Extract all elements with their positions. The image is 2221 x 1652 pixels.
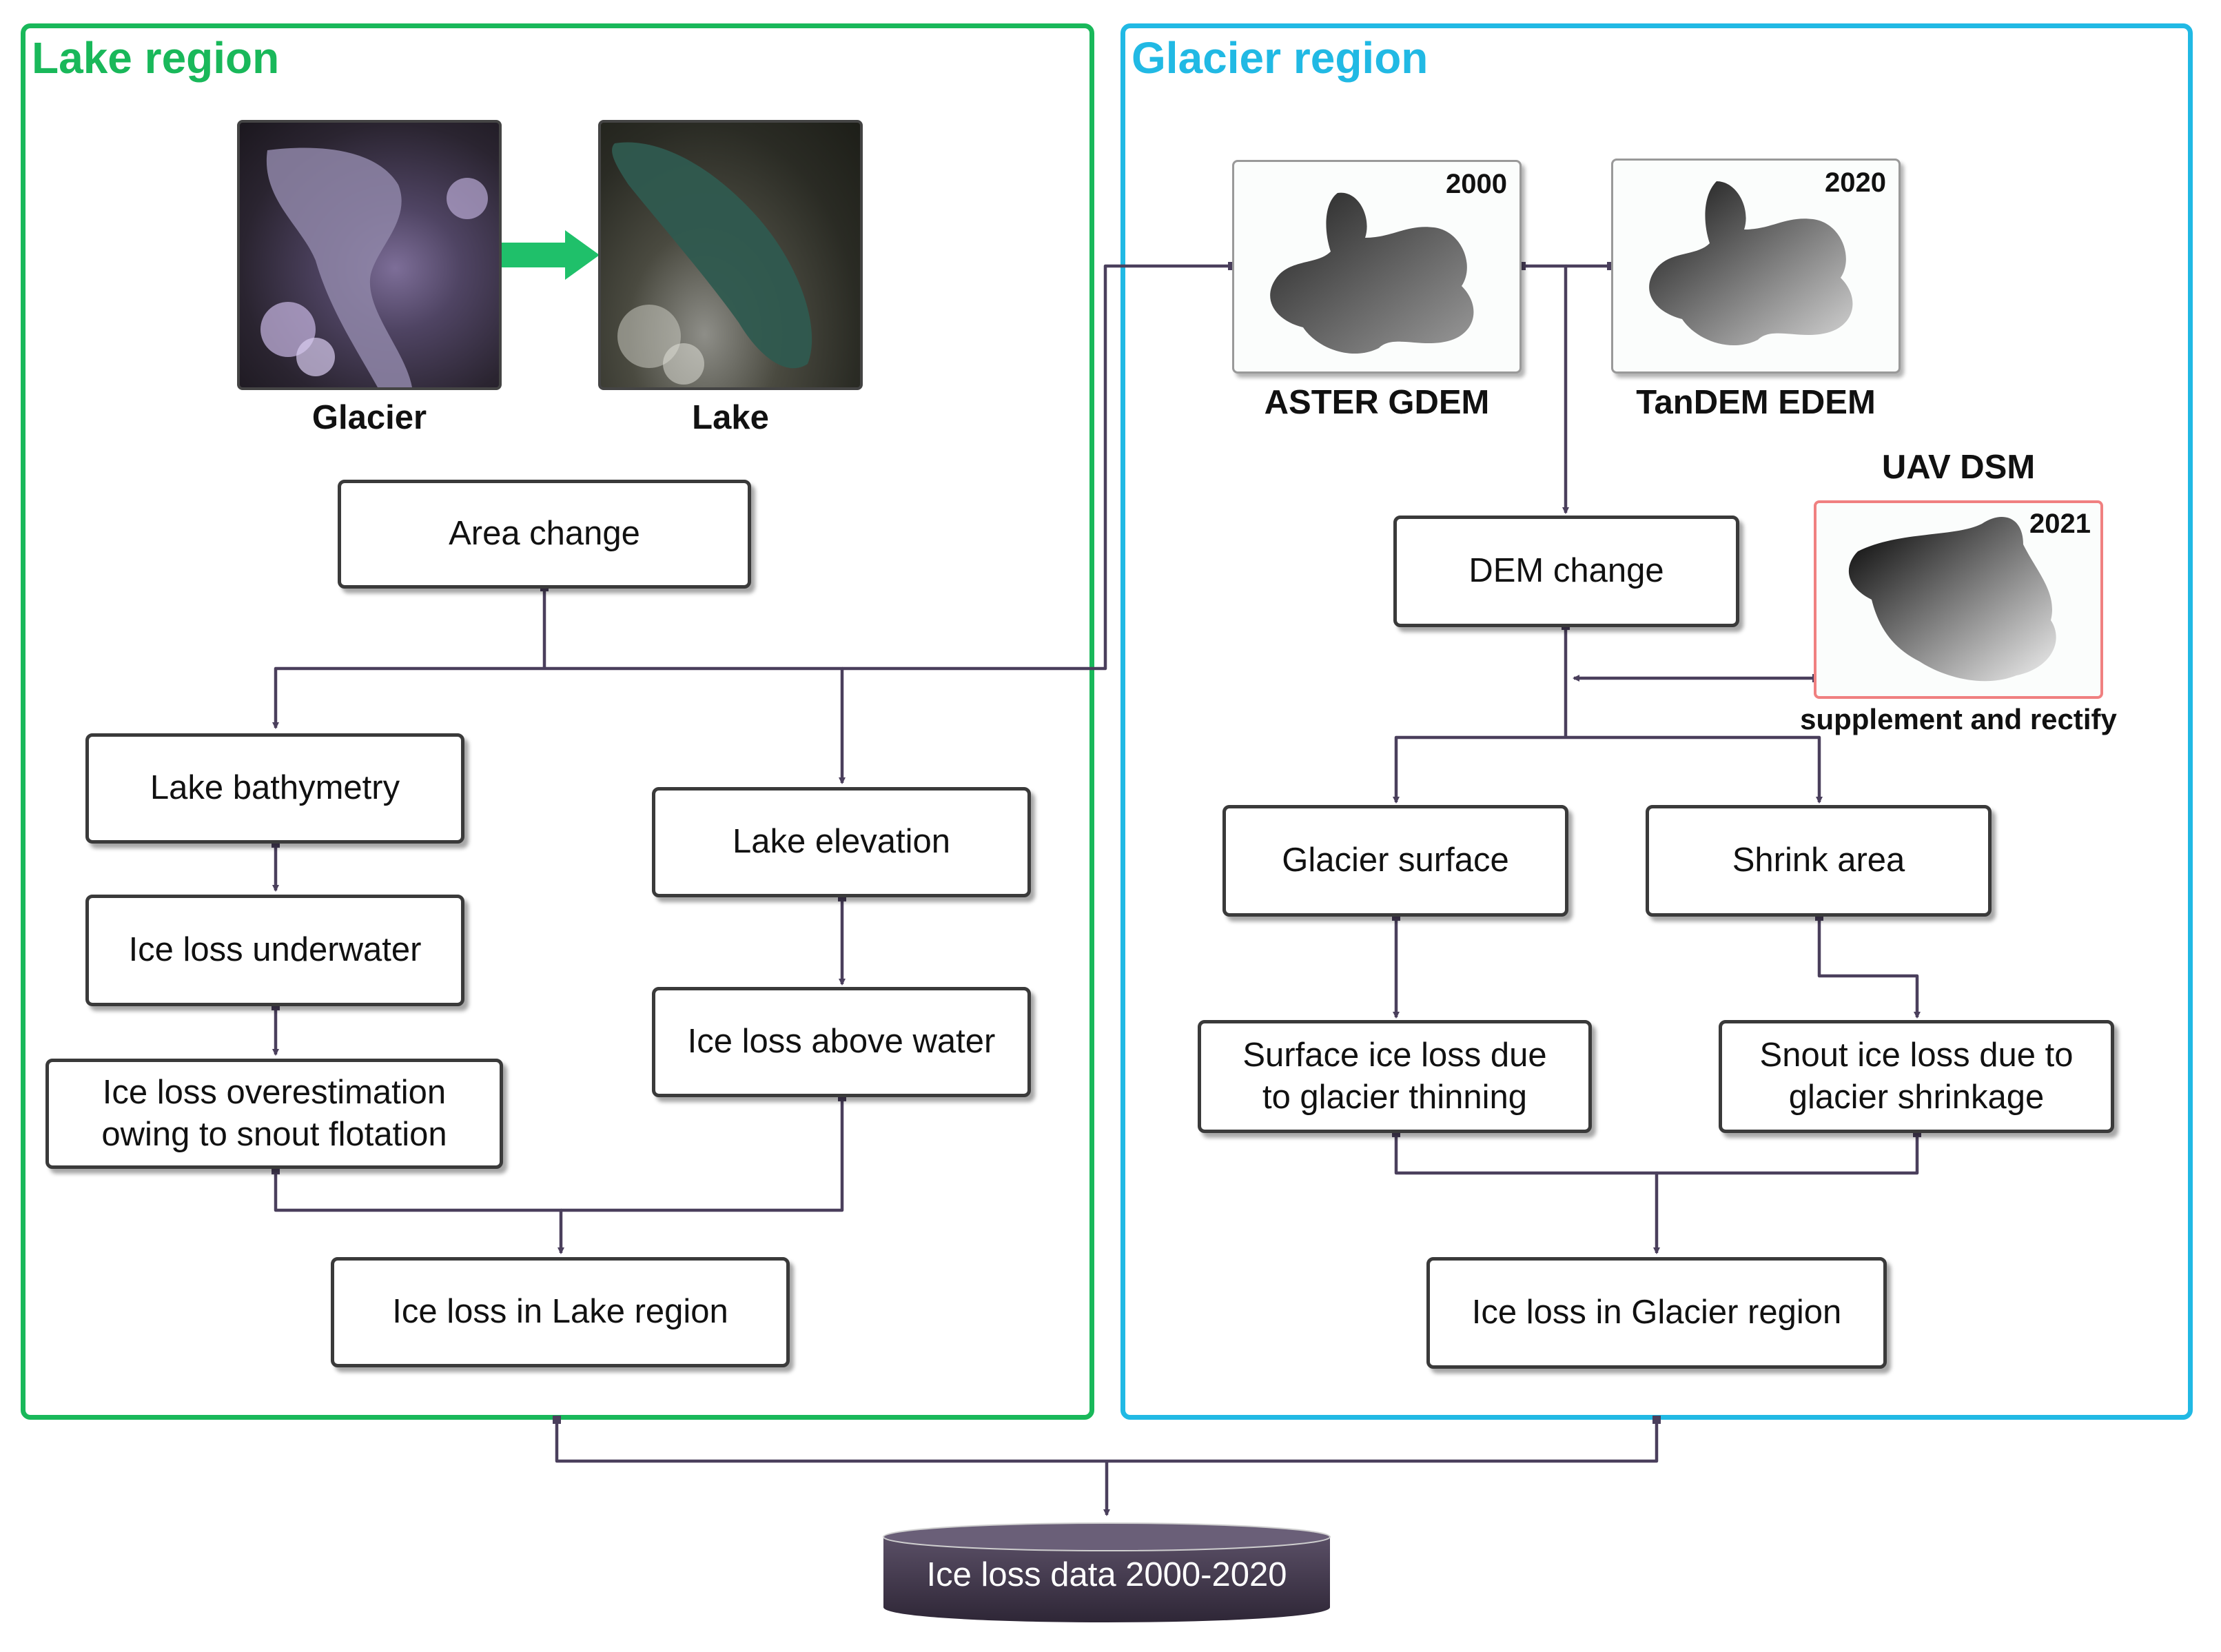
connector-abovewater-to-merge <box>561 1096 844 1212</box>
lake-elevation-label: Lake elevation <box>732 823 950 861</box>
connector-thinning-to-merge <box>1394 1132 1660 1254</box>
ice-loss-glacier-region-box: Ice loss in Glacier region <box>1426 1257 1887 1369</box>
lake-region-title: Lake region <box>32 33 280 83</box>
ice-loss-above-water-label: Ice loss above water <box>687 1023 996 1061</box>
connector-glacier-region-out <box>1107 1420 1659 1463</box>
area-change-label: Area change <box>449 515 640 553</box>
tandem-edem-image: 2020 <box>1611 159 1901 374</box>
aster-gdem-image: 2000 <box>1232 160 1522 374</box>
lake-image-label: Lake <box>692 399 769 436</box>
connector-split-right <box>544 666 846 784</box>
ice-loss-above-water-box: Ice loss above water <box>652 987 1031 1097</box>
surface-ice-loss-box: Surface ice loss due to glacier thinning <box>1198 1020 1592 1133</box>
lake-bathymetry-label: Lake bathymetry <box>150 769 400 807</box>
connector-split-left <box>272 666 544 729</box>
ice-loss-underwater-label: Ice loss underwater <box>128 931 422 969</box>
tandem-year: 2020 <box>1825 167 1886 198</box>
glacier-to-lake-arrow <box>502 230 600 280</box>
connector-dem-split-right <box>1566 735 1823 804</box>
snout-ice-loss-box: Snout ice loss due to glacier shrinkage <box>1719 1020 2114 1133</box>
uav-dsm-image: 2021 <box>1814 500 2103 699</box>
connector-lake-region-out <box>555 1420 1107 1463</box>
glacier-surface-box: Glacier surface <box>1222 805 1568 917</box>
ice-loss-database-shape <box>883 1522 1331 1622</box>
overestimation-line-1: Ice loss overestimation <box>102 1073 447 1111</box>
uav-year: 2021 <box>2029 509 2091 539</box>
surface-loss-line-1: Surface ice loss due <box>1242 1036 1547 1074</box>
area-change-box: Area change <box>338 480 751 589</box>
dem-change-box: DEM change <box>1393 516 1739 627</box>
lake-satellite-image <box>598 120 863 390</box>
glacier-image-label: Glacier <box>311 399 427 436</box>
glacier-satellite-image <box>237 120 502 390</box>
surface-loss-line-2: to glacier thinning <box>1262 1079 1528 1116</box>
aster-gdem-label: ASTER GDEM <box>1264 384 1490 421</box>
overestimation-line-2: owing to snout flotation <box>101 1116 447 1153</box>
connector-overestimation-to-merge <box>274 1170 564 1254</box>
snout-loss-line-1: Snout ice loss due to <box>1759 1036 2074 1074</box>
ice-loss-overestimation-box: Ice loss overestimation owing to snout f… <box>45 1059 503 1169</box>
supplement-rectify-label: supplement and rectify <box>1800 703 2117 735</box>
dem-change-label: DEM change <box>1468 552 1664 590</box>
glacier-surface-label: Glacier surface <box>1282 842 1509 879</box>
shrink-area-box: Shrink area <box>1646 805 1992 917</box>
tandem-edem-label: TanDEM EDEM <box>1636 384 1876 421</box>
connector-dem-split-left <box>1393 735 1566 804</box>
uav-dsm-label: UAV DSM <box>1881 449 2036 486</box>
lake-elevation-box: Lake elevation <box>652 787 1031 897</box>
ice-loss-database-label: Ice loss data 2000-2020 <box>926 1556 1287 1593</box>
ice-loss-lake-region-box: Ice loss in Lake region <box>331 1257 790 1367</box>
connector-shrink-to-snout <box>1817 915 1921 1019</box>
aster-year: 2000 <box>1446 169 1507 199</box>
lake-bathymetry-box: Lake bathymetry <box>85 733 464 844</box>
snout-loss-line-2: glacier shrinkage <box>1788 1079 2045 1116</box>
glacier-region-title: Glacier region <box>1132 33 1429 83</box>
connector-snout-to-merge <box>1657 1132 1919 1175</box>
connector-aster-to-lake-elevation <box>842 264 1232 671</box>
ice-loss-lake-region-label: Ice loss in Lake region <box>392 1293 728 1331</box>
ice-loss-glacier-region-label: Ice loss in Glacier region <box>1471 1294 1842 1332</box>
shrink-area-label: Shrink area <box>1732 842 1905 879</box>
ice-loss-underwater-box: Ice loss underwater <box>85 895 464 1006</box>
